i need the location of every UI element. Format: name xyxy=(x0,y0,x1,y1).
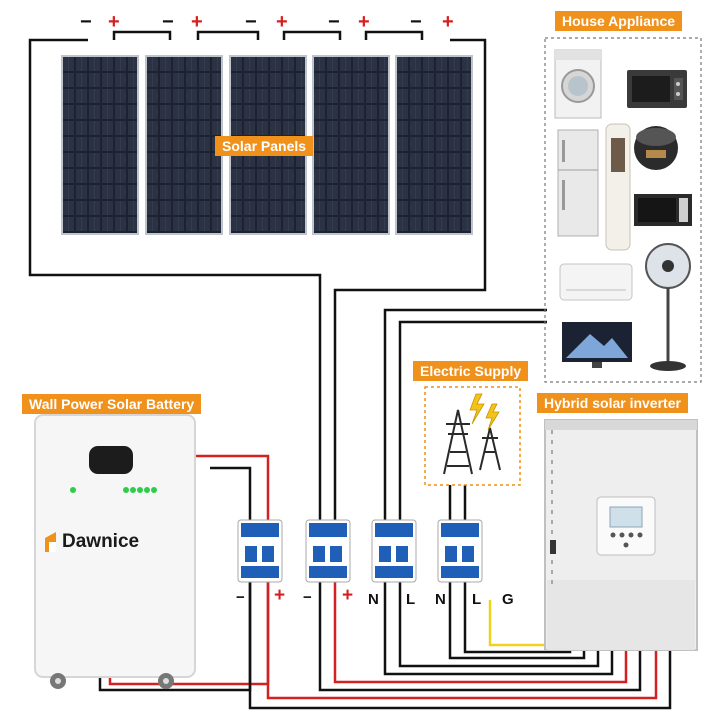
battery-wheel xyxy=(50,673,66,689)
lightning-icon xyxy=(469,393,500,431)
panel-3-minus: − xyxy=(245,11,257,33)
breaker-solar xyxy=(305,519,351,583)
battery-led xyxy=(137,487,143,493)
rice-cooker-icon xyxy=(634,126,678,170)
battery-led xyxy=(151,487,157,493)
panel-1-minus: − xyxy=(80,11,92,33)
solar-panels-label: Solar Panels xyxy=(215,136,314,156)
solar-panels xyxy=(61,55,473,235)
tower-air-conditioner-icon xyxy=(605,123,631,251)
breaker-terminal-label: N xyxy=(368,591,379,608)
solar-panel xyxy=(312,55,390,235)
electric-supply-label: Electric Supply xyxy=(413,361,529,381)
breaker-terminal-label: G xyxy=(502,591,514,608)
breaker-terminal-label: + xyxy=(342,585,354,606)
breaker-terminal-label: − xyxy=(303,589,312,606)
battery-brand-text: Dawnice xyxy=(62,531,140,552)
solar-panel xyxy=(145,55,223,235)
battery-wheel xyxy=(158,673,174,689)
appliance-icons xyxy=(554,49,692,371)
inverter-label: Hybrid solar inverter xyxy=(537,393,688,413)
air-conditioner-icon xyxy=(559,263,633,301)
breaker-terminal-label: L xyxy=(472,591,482,608)
battery-led xyxy=(130,487,136,493)
panel-2-minus: − xyxy=(162,11,174,33)
electric-supply-frame xyxy=(424,386,521,486)
standing-fan-icon xyxy=(645,243,691,371)
breaker-battery xyxy=(237,519,283,583)
panel-2-plus: + xyxy=(191,11,203,33)
breaker-terminal-label: − xyxy=(236,589,245,606)
breaker-load xyxy=(371,519,417,583)
breaker-terminal-label: N xyxy=(435,591,446,608)
appliance-wiring xyxy=(383,308,547,520)
microwave-icon xyxy=(634,194,692,226)
breakers xyxy=(237,519,483,583)
panel-4-plus: + xyxy=(358,11,370,33)
breaker-terminal-label: L xyxy=(406,591,416,608)
breaker-terminal-label: + xyxy=(274,585,286,606)
battery-led xyxy=(123,487,129,493)
wall-battery xyxy=(34,414,196,689)
solar-wiring xyxy=(28,30,487,520)
wall-battery-label: Wall Power Solar Battery xyxy=(22,394,202,414)
grid-wiring xyxy=(448,485,467,520)
solar-panel xyxy=(61,55,139,235)
power-tower-icon xyxy=(443,409,501,475)
washing-machine-icon xyxy=(554,49,602,119)
panel-4-minus: − xyxy=(328,11,340,33)
panel-5-minus: − xyxy=(410,11,422,33)
battery-led xyxy=(144,487,150,493)
panel-5-plus: + xyxy=(442,11,454,33)
television-icon xyxy=(562,322,632,368)
refrigerator-icon xyxy=(557,129,599,237)
house-appliance-label: House Appliance xyxy=(555,11,683,31)
microwave-oven-icon xyxy=(627,70,687,108)
panel-3-plus: + xyxy=(276,11,288,33)
battery-led xyxy=(70,487,76,493)
hybrid-inverter xyxy=(544,419,698,651)
dawnice-logo-icon xyxy=(45,532,56,552)
breaker-grid xyxy=(437,519,483,583)
solar-panel xyxy=(395,55,473,235)
appliance-frame xyxy=(544,37,702,383)
panel-1-plus: + xyxy=(108,11,120,33)
